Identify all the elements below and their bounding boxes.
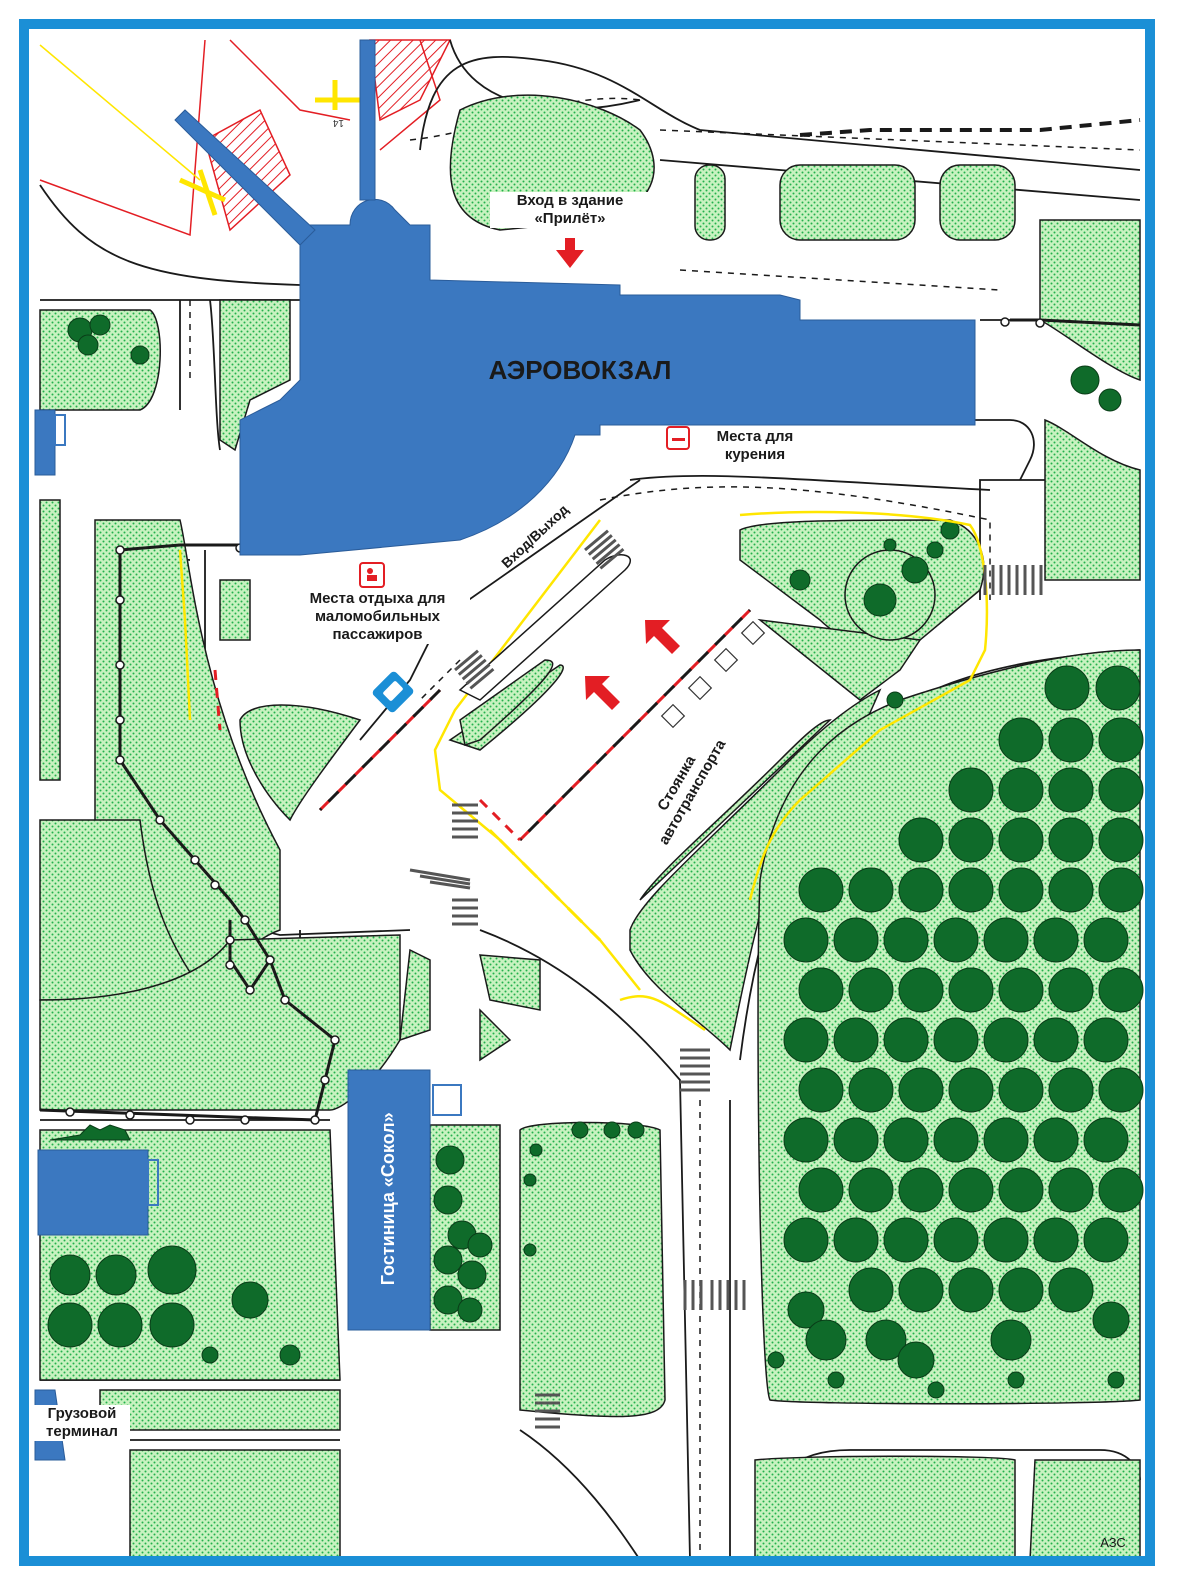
parking-island: [459, 659, 554, 746]
drop-off-island: [458, 554, 632, 701]
gas-station-label: АЗС: [1100, 1535, 1126, 1550]
arrivals-entry-line1: Вход в здание: [516, 192, 624, 209]
cargo-line1: Грузовой: [47, 1405, 117, 1422]
crosswalks: [409, 529, 1043, 1429]
yellow-center-dashes: [498, 838, 602, 942]
smoking-line2: курения: [724, 446, 786, 463]
smoking-area-label: Места для курения: [690, 428, 820, 464]
reduced-mobility-line3: пассажиров: [332, 626, 423, 643]
yellow-road-markings: [178, 510, 989, 1032]
parking-boundaries: [213, 608, 752, 842]
outer-frame: [19, 19, 1155, 1566]
terminal-label: АЭРОВОКЗАЛ: [488, 355, 672, 385]
apron-boundary: [799, 118, 1141, 137]
buildings: [34, 39, 976, 1461]
disabled-parking-icon: [660, 620, 766, 729]
cargo-terminal-label: Грузовой терминал: [34, 1405, 130, 1441]
apron-yellow-markings: [39, 44, 365, 216]
smoking-line1: Места для: [716, 428, 794, 445]
building-outlines: [54, 414, 462, 1206]
trees: [47, 314, 1144, 1399]
cargo-area-building: [37, 1149, 149, 1236]
stand-number: 14: [332, 117, 344, 128]
cargo-line2: терминал: [46, 1423, 118, 1440]
rest-area-icon: [359, 562, 385, 588]
footpath-nodes: [65, 317, 1045, 1125]
reduced-mobility-rest-label: Места отдыха для маломобильных пассажиро…: [285, 590, 470, 644]
reduced-mobility-line2: маломобильных: [314, 608, 441, 625]
reduced-mobility-line1: Места отдыха для: [309, 590, 446, 607]
arrivals-entry-label: Вход в здание «Прилёт»: [490, 192, 650, 228]
arrival-arrow-icon: [556, 238, 584, 268]
hotel-label: Гостиница «Сокол»: [378, 1112, 399, 1286]
direction-arrow-icon: [585, 620, 680, 710]
bus-stop-icon: [372, 671, 414, 713]
hotel-building: [347, 1069, 431, 1331]
smoking-area-icon: [666, 426, 690, 450]
arrivals-entry-line2: «Прилёт»: [534, 210, 606, 227]
